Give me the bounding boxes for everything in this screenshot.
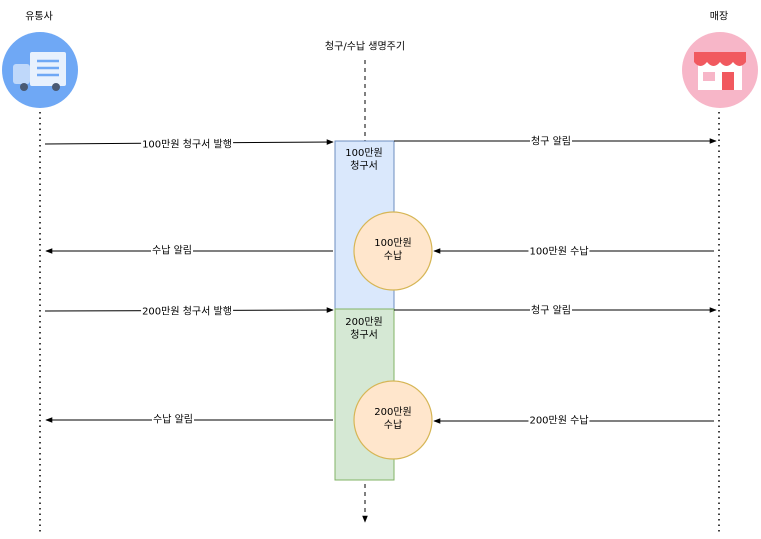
store-label: 매장 [709,11,729,23]
notify-pay-2-label: 수납 알림 [152,410,194,426]
payment-node-1 [353,211,433,291]
issue-2-label: 200만원 청구서 발행 [141,302,233,318]
notify-pay-1-label: 수납 알림 [151,241,193,257]
notify-bill-2-label: 청구 알림 [530,301,572,317]
issue-1-label: 100만원 청구서 발행 [141,135,233,151]
delivery-truck-icon [2,32,78,108]
pay-2-label: 200만원 수납 [528,411,590,427]
distributor-label: 유통사 [25,11,53,23]
lifecycle-label: 청구/수납 생명주기 [324,41,406,53]
payment-node-2 [353,380,433,460]
pay-1-label: 100만원 수납 [528,242,590,258]
notify-bill-1-label: 청구 알림 [530,132,572,148]
store-icon [682,32,758,108]
